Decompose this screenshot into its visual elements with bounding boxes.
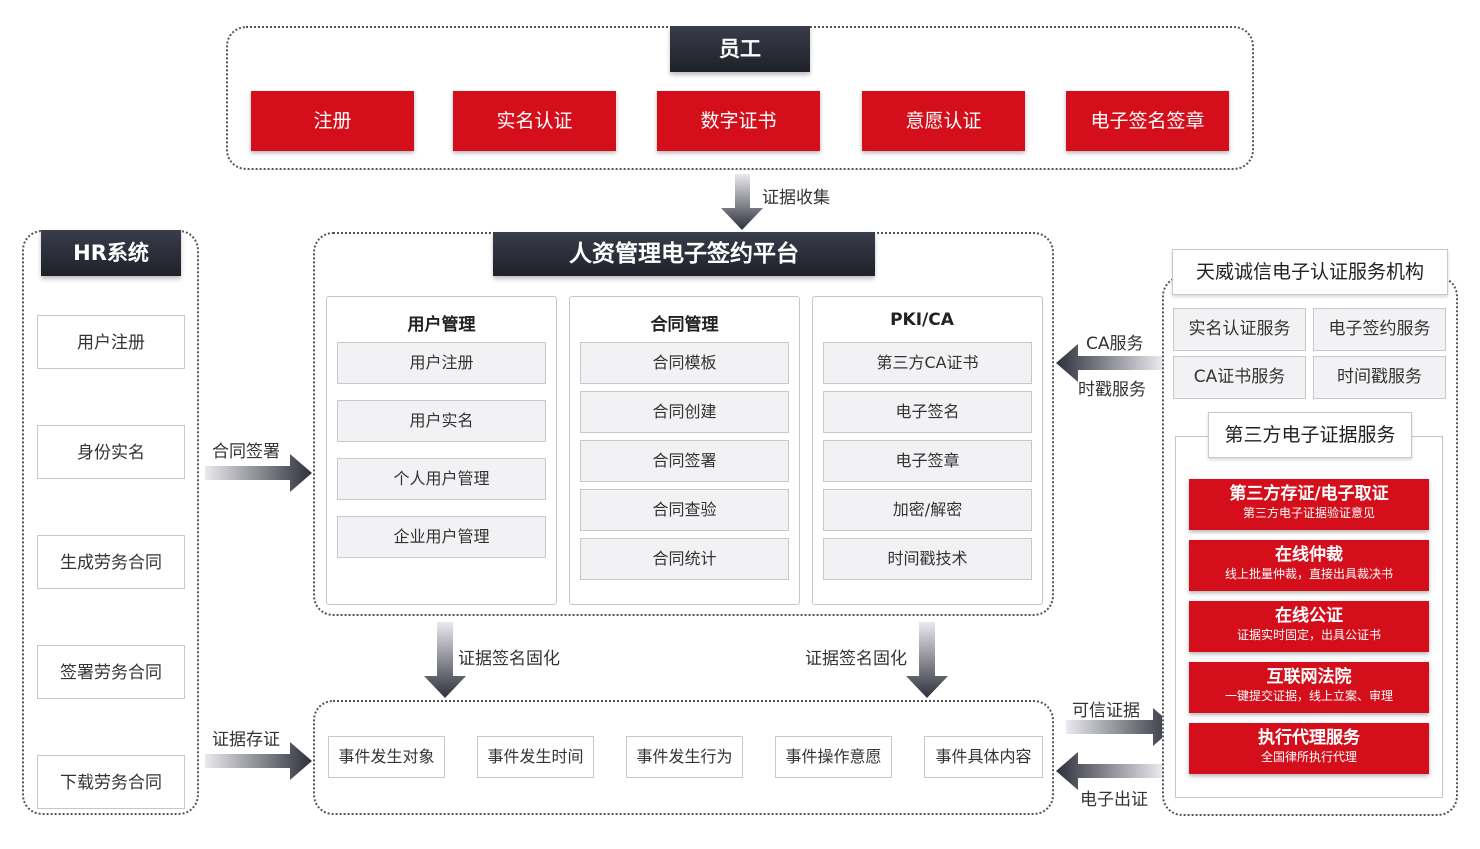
trusted-evidence-label: 可信证据 bbox=[1072, 701, 1140, 721]
solidify-left-arrow bbox=[424, 622, 466, 698]
ca-service-arrow bbox=[1056, 344, 1162, 382]
timestamp-service-label: 时戳服务 bbox=[1078, 380, 1146, 400]
platform-item: 用户实名 bbox=[337, 400, 546, 442]
trusted-evidence-arrow bbox=[1066, 708, 1175, 746]
third-party-card-title: 在线仲裁 bbox=[1275, 545, 1343, 565]
event-item: 事件操作意愿 bbox=[775, 736, 892, 778]
third-party-card-title: 互联网法院 bbox=[1266, 667, 1352, 687]
hr-step-generate: 生成劳务合同 bbox=[37, 535, 185, 589]
tianwei-service: CA证书服务 bbox=[1173, 356, 1306, 399]
third-party-card-desc: 第三方电子证据验证意见 bbox=[1242, 506, 1375, 520]
event-item: 事件发生对象 bbox=[328, 736, 445, 778]
third-party-card-title: 第三方存证/电子取证 bbox=[1229, 484, 1389, 504]
solidify-left-label: 证据签名固化 bbox=[458, 649, 560, 669]
platform-item: 合同统计 bbox=[580, 538, 789, 580]
employee-step-intent: 意愿认证 bbox=[862, 91, 1025, 151]
third-party-card-desc: 一键提交证据，线上立案、审理 bbox=[1224, 689, 1393, 703]
tianwei-service: 时间戳服务 bbox=[1313, 356, 1446, 399]
solidify-right-arrow bbox=[906, 622, 948, 698]
platform-item: 企业用户管理 bbox=[337, 516, 546, 558]
hr-title: HR系统 bbox=[41, 230, 181, 276]
platform-item: 合同签署 bbox=[580, 440, 789, 482]
evidence-store-label: 证据存证 bbox=[212, 730, 280, 750]
tianwei-title: 天威诚信电子认证服务机构 bbox=[1172, 249, 1448, 295]
event-item: 事件发生行为 bbox=[626, 736, 743, 778]
tianwei-service: 实名认证服务 bbox=[1173, 308, 1306, 351]
tianwei-service: 电子签约服务 bbox=[1313, 308, 1446, 351]
contract-sign-arrow bbox=[205, 454, 312, 492]
e-evidence-out-arrow bbox=[1056, 752, 1162, 790]
evidence-store-arrow bbox=[205, 742, 312, 780]
hr-step-register: 用户注册 bbox=[37, 315, 185, 369]
employee-step-register: 注册 bbox=[251, 91, 414, 151]
third-party-card: 互联网法院 一键提交证据，线上立案、审理 bbox=[1189, 662, 1429, 713]
column-title-pkica: PKI/CA bbox=[890, 310, 954, 330]
third-party-card: 第三方存证/电子取证 第三方电子证据验证意见 bbox=[1189, 479, 1429, 530]
platform-item: 时间戳技术 bbox=[823, 538, 1032, 580]
third-party-card-title: 执行代理服务 bbox=[1258, 728, 1360, 748]
employee-step-cert: 数字证书 bbox=[657, 91, 820, 151]
evidence-collect-arrow bbox=[721, 174, 763, 230]
platform-title: 人资管理电子签约平台 bbox=[493, 232, 875, 276]
third-party-title: 第三方电子证据服务 bbox=[1208, 412, 1412, 458]
third-party-card: 在线公证 证据实时固定，出具公证书 bbox=[1189, 601, 1429, 652]
evidence-collect-label: 证据收集 bbox=[762, 188, 830, 208]
employee-title: 员工 bbox=[670, 26, 810, 72]
employee-step-realname: 实名认证 bbox=[453, 91, 616, 151]
third-party-card-title: 在线公证 bbox=[1275, 606, 1343, 626]
third-party-card-desc: 证据实时固定，出具公证书 bbox=[1236, 628, 1381, 642]
solidify-right-label: 证据签名固化 bbox=[805, 649, 907, 669]
column-title-contract: 合同管理 bbox=[650, 315, 719, 335]
platform-item: 电子签章 bbox=[823, 440, 1032, 482]
event-item: 事件发生时间 bbox=[477, 736, 594, 778]
hr-step-download: 下载劳务合同 bbox=[37, 755, 185, 809]
platform-item: 合同模板 bbox=[580, 342, 789, 384]
contract-sign-label: 合同签署 bbox=[212, 442, 280, 462]
third-party-card-desc: 线上批量仲裁，直接出具裁决书 bbox=[1224, 567, 1393, 581]
e-evidence-out-label: 电子出证 bbox=[1080, 790, 1148, 810]
platform-item: 合同查验 bbox=[580, 489, 789, 531]
platform-item: 电子签名 bbox=[823, 391, 1032, 433]
platform-item: 第三方CA证书 bbox=[823, 342, 1032, 384]
third-party-card: 在线仲裁 线上批量仲裁，直接出具裁决书 bbox=[1189, 540, 1429, 591]
column-title-user: 用户管理 bbox=[407, 315, 476, 335]
hr-step-realname: 身份实名 bbox=[37, 425, 185, 479]
hr-step-sign: 签署劳务合同 bbox=[37, 645, 185, 699]
third-party-card-desc: 全国律所执行代理 bbox=[1260, 750, 1357, 764]
employee-step-esign: 电子签名签章 bbox=[1066, 91, 1229, 151]
event-item: 事件具体内容 bbox=[924, 736, 1043, 778]
ca-service-label: CA服务 bbox=[1086, 334, 1144, 354]
platform-item: 加密/解密 bbox=[823, 489, 1032, 531]
platform-item: 个人用户管理 bbox=[337, 458, 546, 500]
platform-item: 用户注册 bbox=[337, 342, 546, 384]
platform-item: 合同创建 bbox=[580, 391, 789, 433]
third-party-card: 执行代理服务 全国律所执行代理 bbox=[1189, 723, 1429, 774]
